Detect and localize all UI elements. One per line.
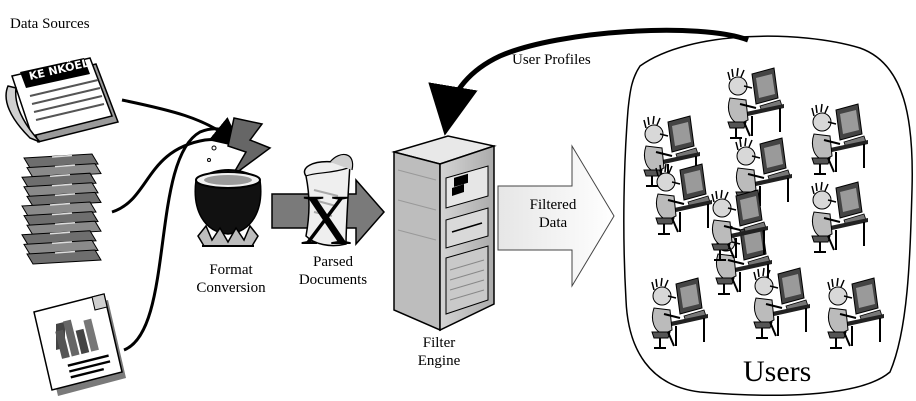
filtered-data-label: Filtered Data bbox=[510, 196, 596, 232]
floppy-disk-label bbox=[51, 212, 73, 216]
floppy-disk-label bbox=[54, 193, 76, 197]
user-at-computer-icon bbox=[711, 189, 768, 261]
floppy-disk-label bbox=[49, 231, 71, 235]
cauldron-icon bbox=[194, 117, 272, 247]
user-figures bbox=[643, 67, 884, 349]
floppy-disk-label bbox=[49, 202, 71, 206]
parsed-x-mark: X bbox=[300, 180, 352, 260]
filter-engine-line-2: Engine bbox=[417, 353, 461, 369]
floppy-disk-label bbox=[51, 183, 73, 187]
parsed-documents-label: Parsed Documents bbox=[285, 253, 381, 289]
source-arrow-report bbox=[123, 127, 238, 352]
filtered-data-line-2: Data bbox=[538, 215, 568, 231]
parsed-document-icon: X bbox=[300, 153, 354, 260]
user-profiles-arrow bbox=[428, 27, 749, 136]
user-at-computer-icon bbox=[655, 163, 712, 235]
floppy-disk-label bbox=[49, 173, 71, 177]
data-sources-label: Data Sources bbox=[10, 16, 90, 32]
format-conversion-line-1: Format bbox=[209, 262, 253, 278]
format-conversion-label: Format Conversion bbox=[191, 261, 271, 297]
filtered-data-line-1: Filtered bbox=[529, 197, 577, 213]
floppy-disk-label bbox=[54, 221, 76, 225]
user-at-computer-icon bbox=[811, 181, 868, 253]
source-arrow-newspaper bbox=[121, 98, 242, 148]
floppy-stack-icon bbox=[21, 153, 102, 265]
report-document-icon bbox=[33, 293, 126, 396]
server-icon bbox=[391, 135, 497, 332]
newspaper-icon: KE NKÖEL bbox=[5, 56, 120, 143]
user-at-computer-icon bbox=[651, 277, 708, 349]
format-conversion-line-2: Conversion bbox=[196, 280, 266, 296]
user-profiles-label: User Profiles bbox=[512, 52, 591, 68]
parsed-documents-line-2: Documents bbox=[298, 272, 368, 288]
filter-engine-label: Filter Engine bbox=[404, 334, 474, 370]
users-label: Users bbox=[743, 355, 812, 388]
floppy-disk-label bbox=[51, 241, 73, 245]
user-at-computer-icon bbox=[727, 67, 784, 139]
parsed-documents-line-1: Parsed bbox=[313, 254, 353, 270]
floppy-disk-label bbox=[54, 250, 76, 254]
user-at-computer-icon bbox=[811, 103, 868, 175]
user-at-computer-icon bbox=[753, 267, 810, 339]
floppy-disk-label bbox=[51, 154, 73, 158]
user-at-computer-icon bbox=[827, 277, 884, 349]
filter-engine-line-1: Filter bbox=[422, 335, 456, 351]
floppy-disk-label bbox=[54, 164, 76, 168]
filtered-data-arrow bbox=[497, 144, 615, 288]
